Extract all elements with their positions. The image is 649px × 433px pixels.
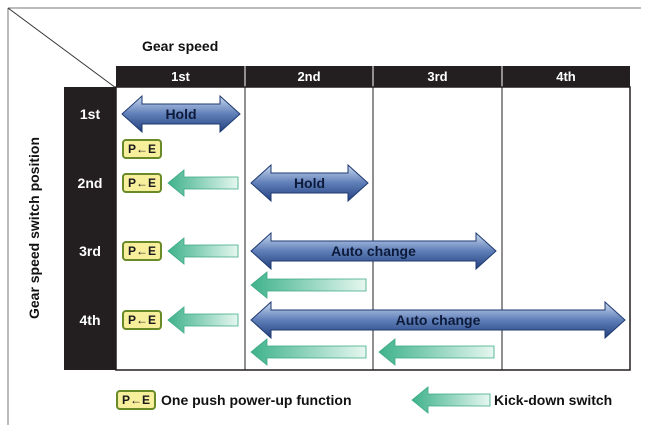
row-label-4th: 4th [79, 312, 101, 328]
corner-diagonal [7, 7, 117, 89]
legend-power-up-text: One push power-up function [161, 392, 352, 408]
gear-speed-title: Gear speed [142, 38, 219, 54]
hold-arrow-row2 [250, 163, 369, 203]
legend-kick-arrow [411, 386, 491, 414]
auto-change-label-row4: Auto change [395, 312, 481, 328]
legend-kick-down-text: Kick-down switch [494, 392, 613, 408]
switch-position-axis-label: Gear speed switch position [26, 136, 42, 320]
power-up-badge-r2: P←E [122, 173, 162, 193]
kick-arrow-r2-c1 [167, 169, 239, 197]
row-label-bar [64, 87, 116, 370]
column-header-1st: 1st [171, 69, 190, 84]
column-header-3rd: 3rd [427, 69, 448, 84]
column-header-4th: 4th [556, 69, 576, 84]
row-label-2nd: 2nd [77, 175, 103, 191]
kick-arrow-r4-c3 [378, 338, 495, 366]
hold-arrow-row1 [121, 94, 241, 134]
power-up-badge-r4: P←E [122, 310, 162, 330]
kick-arrow-r3-c2 [250, 271, 367, 299]
auto-arrow-row3 [250, 231, 497, 271]
auto-change-label-row3: Auto change [331, 243, 416, 259]
power-up-badge-r1: P←E [122, 139, 162, 159]
kick-arrow-r4-c1 [167, 306, 239, 334]
hold-label-row2: Hold [293, 175, 326, 191]
power-up-badge-r3: P←E [122, 241, 162, 261]
hold-label-row1: Hold [165, 106, 197, 122]
column-header-2nd: 2nd [297, 69, 321, 84]
kick-arrow-r3-c1 [167, 237, 239, 265]
row-label-1st: 1st [79, 106, 101, 122]
row-label-3rd: 3rd [79, 243, 101, 259]
auto-arrow-row4 [250, 300, 626, 340]
legend-power-up-badge: P←E [116, 390, 156, 410]
kick-arrow-r4-c2 [250, 338, 367, 366]
